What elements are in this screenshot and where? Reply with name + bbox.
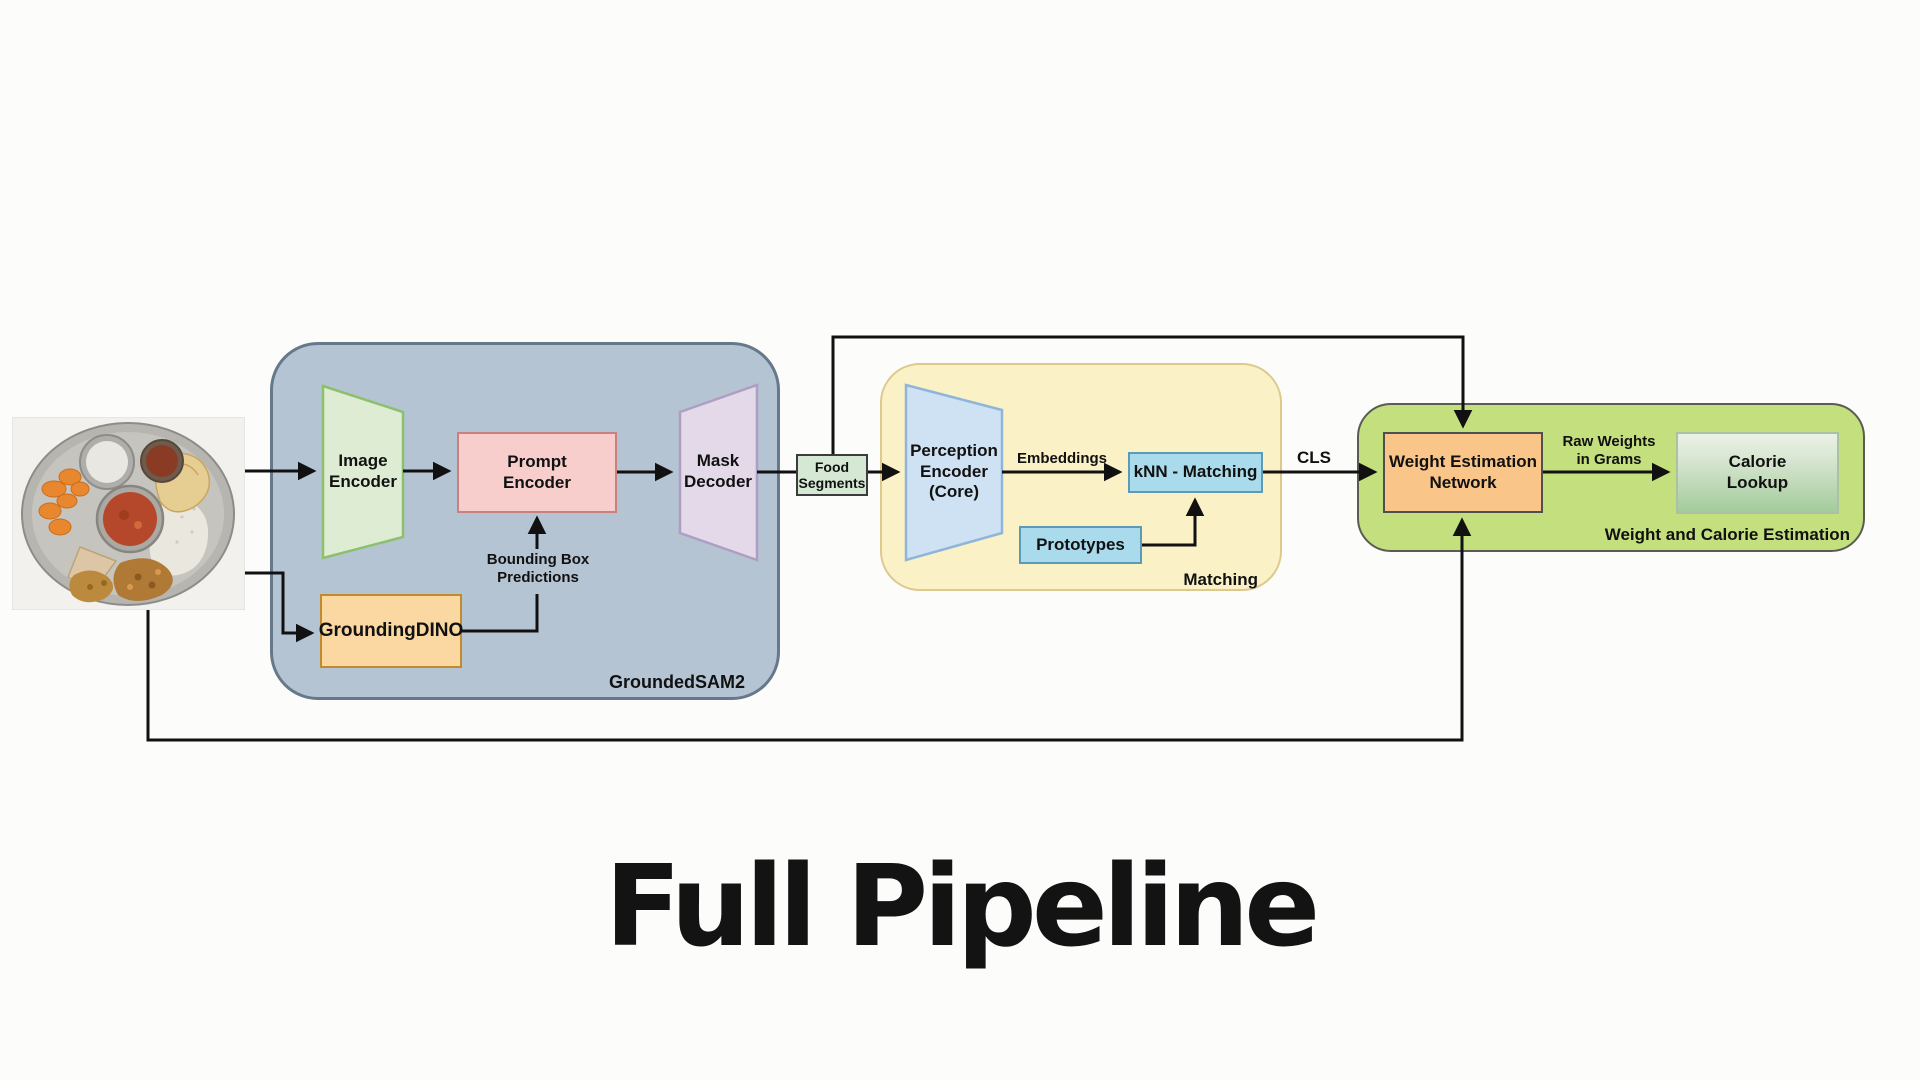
edge-image-to-groundingdino bbox=[245, 571, 315, 643]
node-grounding-dino: GroundingDINO bbox=[319, 594, 463, 668]
caption-matching: Matching bbox=[1183, 570, 1258, 589]
edge-dino-to-bbox-label bbox=[462, 594, 539, 633]
label-raw-weights-in-grams: Raw Weights in Grams bbox=[1562, 433, 1656, 468]
caption-grounded-sam2: GroundedSAM2 bbox=[608, 672, 745, 692]
connector-arrows bbox=[146, 335, 1671, 742]
node-weight-estimation-network: Weight Estimation Network bbox=[1383, 432, 1543, 513]
label-bounding-box-predictions: Bounding Box Predictions bbox=[486, 551, 590, 586]
perception-encoder-trapezoid bbox=[904, 383, 1004, 562]
mask-decoder-trapezoid bbox=[678, 383, 759, 562]
node-knn-matching: kNN - Matching bbox=[1128, 452, 1263, 493]
label-embeddings: Embeddings bbox=[1016, 450, 1107, 467]
label-image-encoder: Image Encoder bbox=[328, 451, 398, 491]
food-input-image bbox=[11, 416, 246, 611]
node-food-segments: Food Segments bbox=[796, 454, 868, 496]
image-encoder-trapezoid bbox=[321, 384, 405, 560]
caption-weight-and-calorie-estimation: Weight and Calorie Estimation bbox=[1604, 525, 1850, 544]
node-calorie-lookup: Calorie Lookup bbox=[1676, 432, 1839, 514]
label-mask-decoder: Mask Decoder bbox=[683, 451, 753, 491]
edge-foodseg-to-wen-top bbox=[831, 335, 1473, 454]
page-title: Full Pipeline bbox=[604, 842, 1321, 972]
node-prototypes: Prototypes bbox=[1019, 526, 1142, 564]
node-prompt-encoder: Prompt Encoder bbox=[457, 432, 617, 513]
label-cls: CLS bbox=[1297, 448, 1331, 467]
edge-prototypes-to-knn bbox=[1142, 497, 1205, 547]
thali-plate-illustration bbox=[11, 416, 246, 611]
label-perception-encoder: Perception Encoder (Core) bbox=[910, 441, 998, 502]
edge-image-to-wen-bottom bbox=[146, 517, 1472, 742]
